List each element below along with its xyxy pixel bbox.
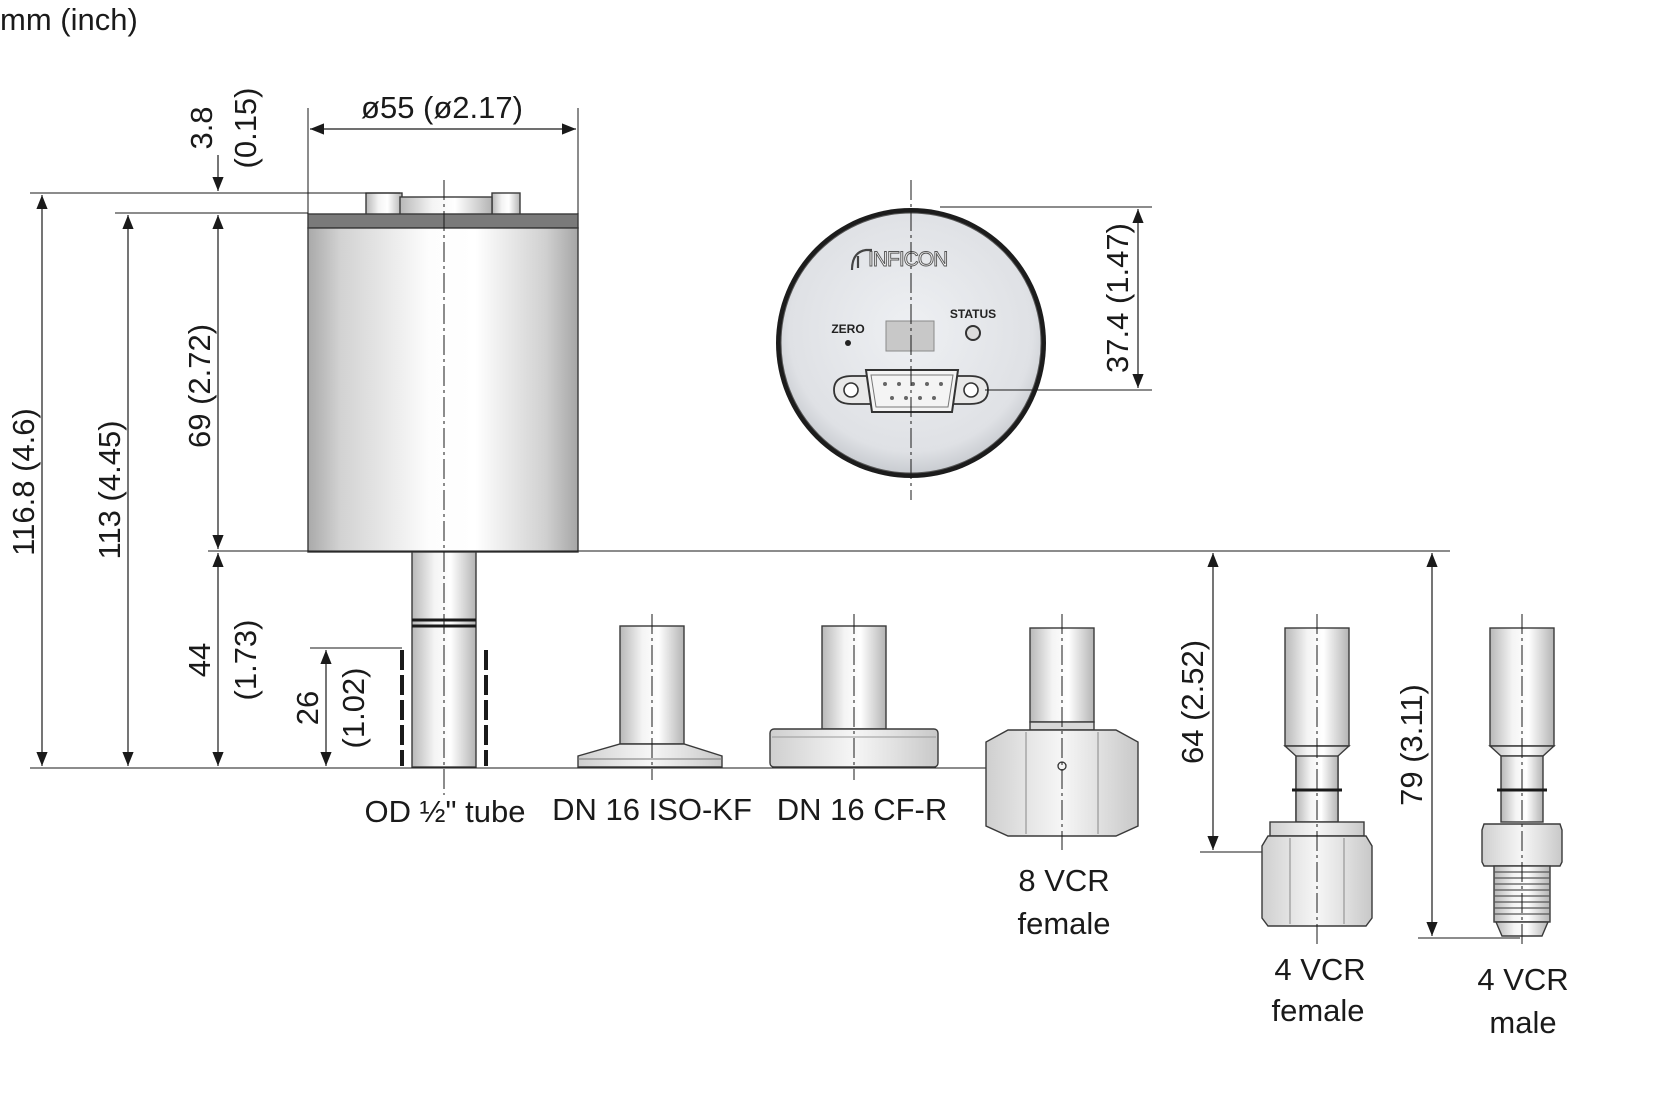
caption-tube: OD ½" tube bbox=[365, 794, 526, 829]
flange-cf-r bbox=[769, 614, 939, 780]
status-led-icon bbox=[965, 325, 981, 341]
display-window bbox=[885, 320, 935, 352]
caption-cf-r: DN 16 CF-R bbox=[777, 792, 948, 827]
dim-vcr-64: 64 (2.52) bbox=[1175, 640, 1210, 764]
caption-4vcr-female-line1: 4 VCR bbox=[1274, 952, 1365, 987]
caption-4vcr-male-line2: male bbox=[1489, 1005, 1556, 1040]
inficon-logo-icon bbox=[850, 248, 872, 271]
caption-iso-kf: DN 16 ISO-KF bbox=[552, 792, 752, 827]
dim-flange-height-in: (1.73) bbox=[228, 620, 263, 701]
face-status-label: STATUS bbox=[950, 307, 996, 321]
dim-cap-height-mm: 3.8 bbox=[184, 106, 219, 149]
caption-8vcr-line1: 8 VCR bbox=[1018, 863, 1109, 898]
dim-total-height: 116.8 (4.6) bbox=[6, 408, 41, 556]
dim-cap-height-in: (0.15) bbox=[228, 88, 263, 169]
dim-face-37: 37.4 (1.47) bbox=[1100, 223, 1135, 373]
face-zero-label: ZERO bbox=[831, 322, 864, 336]
units-label: mm (inch) bbox=[0, 2, 138, 37]
caption-4vcr-male-line1: 4 VCR bbox=[1477, 962, 1568, 997]
gauge-side-view bbox=[307, 180, 579, 795]
fitting-4vcr-male bbox=[1481, 614, 1563, 945]
caption-8vcr-line2: female bbox=[1017, 906, 1110, 941]
face-brand: INFICON bbox=[868, 248, 947, 271]
caption-4vcr-female-line2: female bbox=[1271, 993, 1364, 1028]
fitting-8vcr-female bbox=[985, 614, 1139, 850]
flange-iso-kf bbox=[577, 614, 723, 780]
dim-vcr-79: 79 (3.11) bbox=[1394, 684, 1429, 806]
gauge-front-view: INFICON ZERO STATUS bbox=[776, 180, 1046, 500]
dim-flange-height-mm: 44 bbox=[182, 643, 217, 677]
dim-body-height: 69 (2.72) bbox=[182, 324, 217, 448]
fitting-4vcr-female bbox=[1261, 614, 1373, 945]
dim-tube-in: (1.02) bbox=[336, 668, 371, 749]
dim-tube-mm: 26 bbox=[290, 691, 325, 725]
dim-diameter: ø55 (ø2.17) bbox=[361, 90, 523, 125]
zero-button-icon bbox=[845, 340, 851, 346]
dim-height-113: 113 (4.45) bbox=[92, 420, 127, 559]
